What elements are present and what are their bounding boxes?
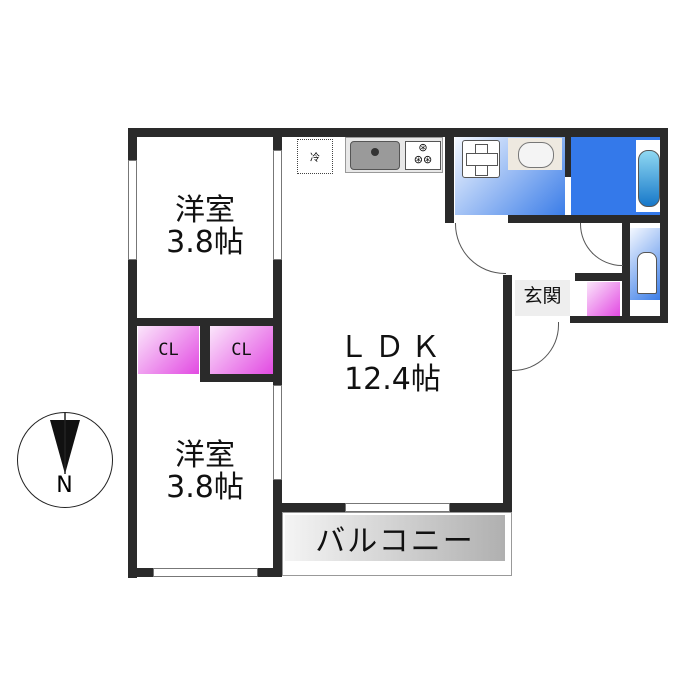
bathtub-icon: [636, 140, 660, 212]
stove-icon: ⊛⊛⊛: [405, 141, 441, 170]
toilet-icon: [637, 252, 657, 294]
window: [345, 503, 450, 512]
sink-icon: [350, 141, 400, 170]
wall: [128, 128, 668, 137]
compass: N: [17, 411, 113, 508]
wall: [128, 128, 137, 578]
door-swing: [580, 223, 623, 266]
wall: [503, 275, 512, 512]
shoe-storage: [587, 282, 620, 316]
window: [273, 385, 282, 480]
wall: [200, 318, 210, 380]
window: [273, 150, 282, 260]
wall: [565, 137, 571, 177]
north-arrow-icon: [49, 411, 80, 474]
washing-machine-icon: [462, 140, 500, 178]
entrance-floor: [515, 280, 570, 316]
room-ldk-label: ＬＤＫ 12.4帖: [338, 330, 447, 397]
wall: [273, 137, 282, 577]
door-swing: [455, 223, 506, 274]
compass-north-label: N: [56, 473, 73, 498]
closet-1: CL: [138, 326, 199, 374]
wall: [570, 316, 668, 323]
wall: [445, 137, 454, 223]
room-western-bottom-label: 洋室 3.8帖: [166, 438, 244, 505]
balcony-label: バルコニー: [315, 524, 475, 559]
wall: [508, 215, 668, 223]
window: [153, 568, 258, 577]
fridge-label: 冷: [310, 153, 320, 164]
entrance-label: 玄関: [523, 285, 562, 307]
wall: [575, 273, 630, 281]
wall: [660, 128, 668, 323]
window: [128, 160, 137, 260]
balcony-label-box: バルコニー: [285, 515, 505, 561]
entrance-door-swing: [512, 322, 559, 371]
room-western-top-label: 洋室 3.8帖: [166, 193, 244, 260]
wall: [200, 374, 282, 382]
wash-basin-icon: [508, 138, 562, 170]
closet-2: CL: [210, 326, 273, 374]
fridge-space: 冷: [297, 139, 333, 174]
